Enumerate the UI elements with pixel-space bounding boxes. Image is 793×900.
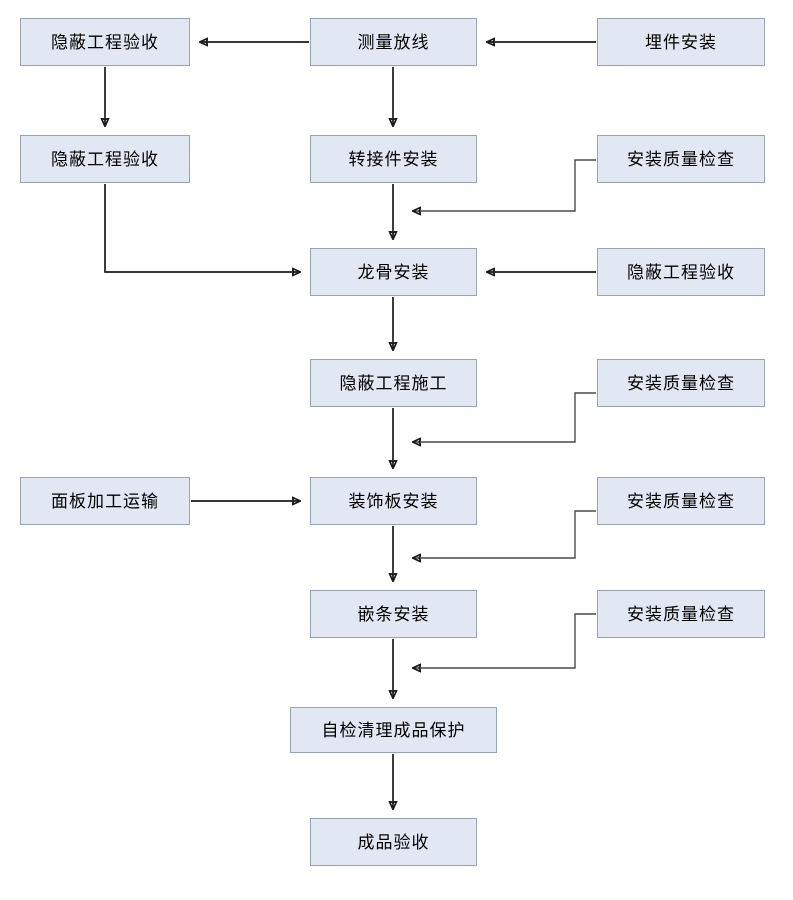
node-label: 隐蔽工程验收 <box>51 32 159 52</box>
edge-n4-n7 <box>104 184 300 272</box>
node-label: 安装质量检查 <box>627 491 735 511</box>
node-label: 装饰板安装 <box>348 491 439 511</box>
node-label: 嵌条安装 <box>357 604 430 624</box>
node-concealed-acceptance-3[interactable]: 隐蔽工程验收 <box>597 248 765 296</box>
node-label: 成品验收 <box>357 832 430 852</box>
node-survey-layout[interactable]: 测量放线 <box>310 18 477 66</box>
node-label: 隐蔽工程验收 <box>627 262 735 282</box>
node-label: 面板加工运输 <box>51 491 159 511</box>
node-label: 隐蔽工程施工 <box>339 373 448 393</box>
node-adapter-install[interactable]: 转接件安装 <box>310 135 477 183</box>
node-label: 转接件安装 <box>348 149 439 169</box>
node-quality-check-4[interactable]: 安装质量检查 <box>597 590 765 638</box>
node-label: 安装质量检查 <box>627 373 735 393</box>
node-trim-strip-install[interactable]: 嵌条安装 <box>310 590 477 638</box>
node-panel-fabrication-transport[interactable]: 面板加工运输 <box>20 477 190 525</box>
node-label: 自检清理成品保护 <box>321 720 466 740</box>
node-concealed-acceptance-1[interactable]: 隐蔽工程验收 <box>20 18 190 66</box>
node-label: 龙骨安装 <box>357 262 430 282</box>
node-quality-check-2[interactable]: 安装质量检查 <box>597 359 765 407</box>
node-label: 隐蔽工程验收 <box>51 149 159 169</box>
node-label: 安装质量检查 <box>627 149 735 169</box>
node-final-product-acceptance[interactable]: 成品验收 <box>310 818 477 866</box>
node-label: 测量放线 <box>357 32 430 52</box>
node-concealed-acceptance-2[interactable]: 隐蔽工程验收 <box>20 135 190 183</box>
node-concealed-construction[interactable]: 隐蔽工程施工 <box>310 359 477 407</box>
node-quality-check-1[interactable]: 安装质量检查 <box>597 135 765 183</box>
node-keel-install[interactable]: 龙骨安装 <box>310 248 477 296</box>
node-label: 安装质量检查 <box>627 604 735 624</box>
node-embedded-part-install[interactable]: 埋件安装 <box>597 18 765 66</box>
node-self-inspection-cleaning-protection[interactable]: 自检清理成品保护 <box>290 707 497 753</box>
node-decorative-panel-install[interactable]: 装饰板安装 <box>310 477 477 525</box>
node-quality-check-3[interactable]: 安装质量检查 <box>597 477 765 525</box>
node-label: 埋件安装 <box>645 32 717 52</box>
